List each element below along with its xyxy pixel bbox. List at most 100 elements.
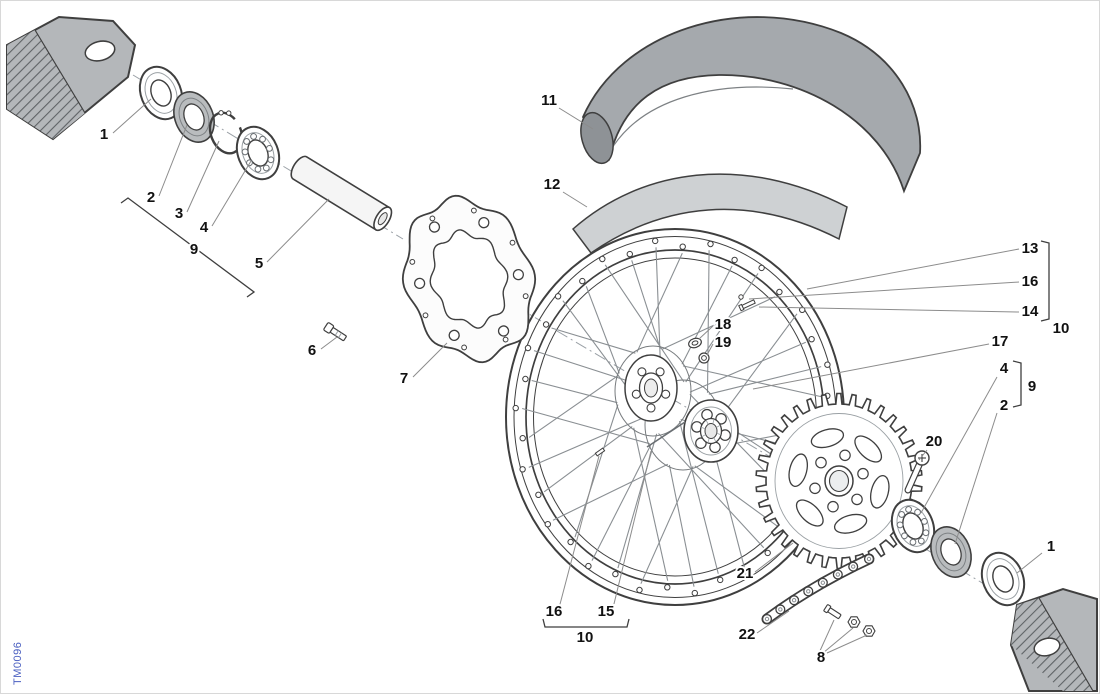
part-rim-band <box>571 173 848 255</box>
part-seal-2-rear <box>930 526 972 578</box>
hub-sprocket-carrier <box>683 399 739 463</box>
callout-14-spoke-screw: 14 <box>1022 303 1039 320</box>
callout-16-nipple-bottom: 16 <box>546 603 563 620</box>
part-seal-2-front <box>173 91 215 143</box>
spoke <box>522 407 650 445</box>
callout-20-sprocket-bolt: 20 <box>926 433 943 450</box>
callout-4-rear-bearing: 4 <box>1000 360 1009 377</box>
callout-12-rim-band: 12 <box>544 176 561 193</box>
spoke-nipple <box>579 277 586 285</box>
spoke <box>658 433 765 549</box>
part-nut-8a <box>847 616 861 628</box>
callout-4-front-bearing-inner: 4 <box>200 219 209 236</box>
spoke <box>682 365 822 398</box>
part-axle-spacer <box>290 155 393 232</box>
callout-10-spoke-kit-bottom: 10 <box>577 629 594 646</box>
part-disc-bolt <box>323 322 347 342</box>
part-spoke-screw-14 <box>738 299 756 312</box>
spoke <box>633 427 669 581</box>
part-hub <box>614 345 739 471</box>
spoke-nipple <box>512 404 519 412</box>
callout-2-rear-seal: 2 <box>1000 397 1008 414</box>
spoke <box>681 265 733 365</box>
spoke <box>719 313 798 420</box>
spoke <box>708 366 822 395</box>
spoke <box>528 374 619 438</box>
spoke <box>591 445 651 561</box>
callout-15-spoke: 15 <box>598 603 615 620</box>
spoke-nipple <box>542 321 550 328</box>
spoke-nipple <box>636 586 643 594</box>
callout-8-fasteners: 8 <box>817 649 825 666</box>
bracket-kit-10-bottom <box>542 618 630 628</box>
spoke-nipple <box>758 264 765 272</box>
part-sprocket <box>755 392 923 570</box>
spoke-nipple <box>567 538 574 546</box>
spoke <box>585 286 620 374</box>
part-bearing-4-front <box>235 125 281 181</box>
hub-brake-flange <box>624 354 678 422</box>
spoke-nipple <box>776 288 783 296</box>
tire-end-cap <box>580 111 614 165</box>
drawing-code: TM0096 <box>12 642 24 685</box>
spoke-nipple <box>554 293 562 300</box>
bracket-kit-10-right <box>1040 240 1050 322</box>
callout-9-bearing-kit-left: 9 <box>190 241 198 258</box>
spoke <box>528 415 647 468</box>
callout-6-disc-bolt: 6 <box>308 342 316 359</box>
part-nipple-16-bottom <box>594 447 606 457</box>
group-brackets <box>120 197 1050 628</box>
callout-18-washer: 18 <box>715 316 732 333</box>
part-bolt-8 <box>823 604 842 619</box>
spoke-nipple <box>612 570 619 578</box>
bracket-kit-9-left <box>120 197 256 298</box>
leader-lines <box>112 98 1043 654</box>
spoke-nipple <box>744 571 751 579</box>
spoke <box>543 426 633 493</box>
spoke-nipple <box>535 491 542 498</box>
callout-19-nut: 19 <box>715 334 732 351</box>
spoke <box>689 341 807 393</box>
callout-5-axle-spacer: 5 <box>255 255 263 272</box>
spoke-nipple <box>679 243 686 250</box>
small-parts <box>594 294 756 457</box>
callout-11-tire: 11 <box>541 92 557 109</box>
spoke <box>706 250 710 393</box>
part-sprocket-bolt <box>904 450 930 494</box>
spoke <box>531 379 618 404</box>
spoke <box>551 327 636 354</box>
part-brake-disc <box>401 194 537 364</box>
part-bearing-1-front <box>138 65 184 121</box>
spoke-nipple <box>519 466 526 473</box>
callout-3-circlip: 3 <box>175 205 183 222</box>
spoke-nipple <box>717 576 724 584</box>
callout-17-cush-drive: 17 <box>992 333 1009 350</box>
part-tire <box>580 16 922 194</box>
part-nut-8b <box>862 625 876 637</box>
spoke-nipple <box>764 549 771 557</box>
swingarm-axle-slot <box>84 40 116 62</box>
callout-13-rim: 13 <box>1022 240 1039 257</box>
spoke-nipple <box>585 562 592 570</box>
swingarm-axle-slot <box>1033 637 1061 657</box>
spoke <box>678 420 719 574</box>
callout-7-brake-disc: 7 <box>400 370 408 387</box>
spoke-nipple <box>808 336 815 343</box>
spoke-nipple <box>626 250 633 258</box>
callout-21-sprocket: 21 <box>737 565 754 582</box>
bracket-kit-9-right <box>1012 360 1022 408</box>
part-chain <box>761 553 875 625</box>
callout-10-spoke-kit-right: 10 <box>1053 320 1070 337</box>
spoke-nipple <box>731 256 738 264</box>
spoke <box>685 273 759 383</box>
spoke-nipple <box>652 237 659 245</box>
spoke-nipple <box>522 375 529 383</box>
part-fastener-set <box>823 604 876 637</box>
spoke-nipple <box>824 361 831 368</box>
spoke <box>668 464 695 587</box>
spoke <box>694 465 788 534</box>
spoke <box>617 433 658 569</box>
part-nipple-16-right <box>738 294 744 300</box>
